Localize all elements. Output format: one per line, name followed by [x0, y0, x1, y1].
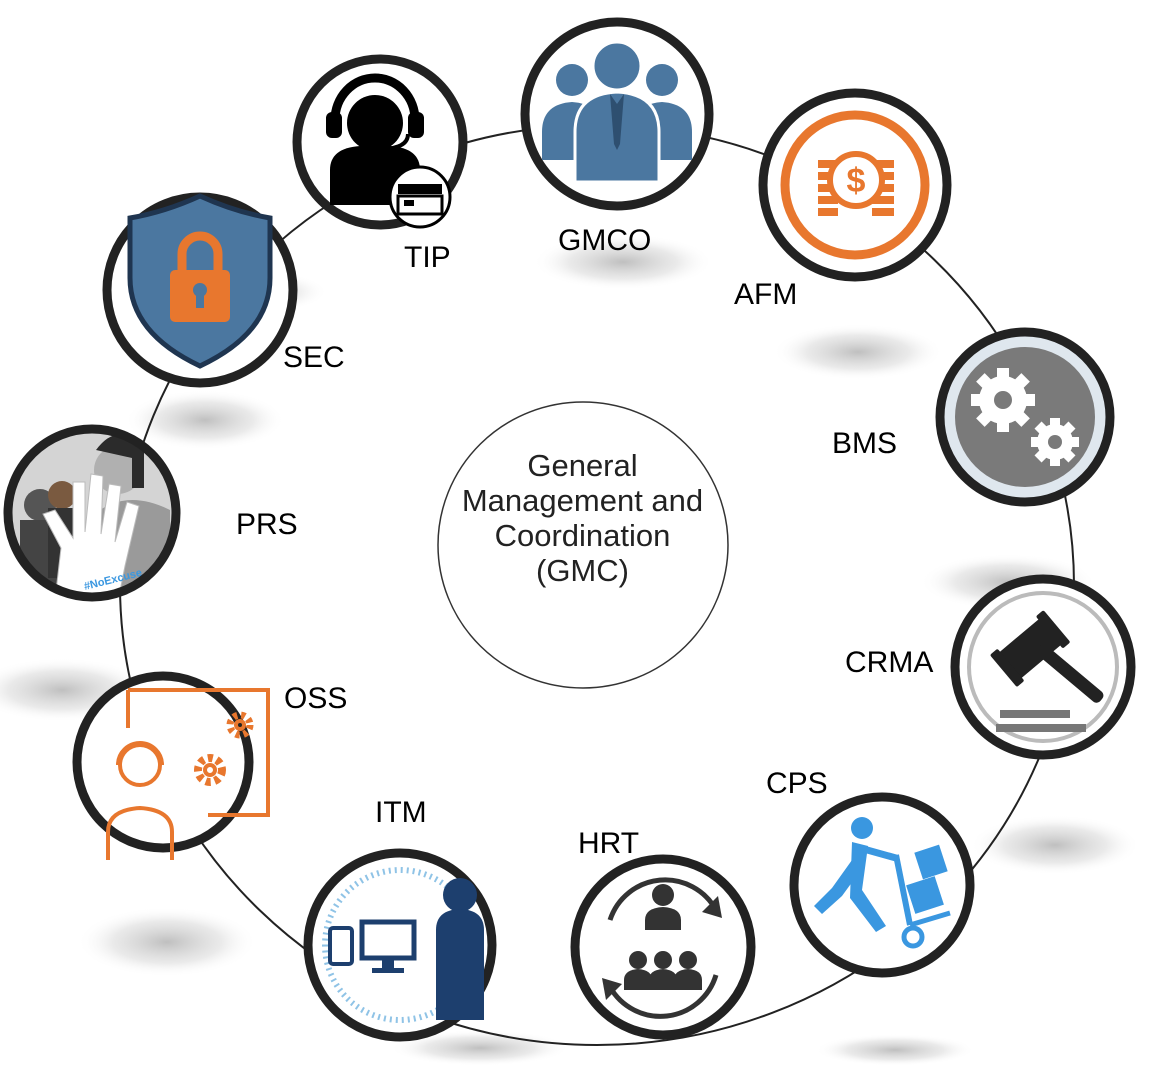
shield-lock-icon	[127, 193, 273, 369]
gavel-icon	[990, 610, 1104, 732]
svg-text:$: $	[847, 162, 866, 200]
node-oss[interactable]	[72, 671, 270, 860]
support-agent-gears-icon	[106, 688, 270, 860]
label-gmco: GMCO	[558, 224, 652, 257]
gears-icon	[971, 368, 1079, 466]
center-circle	[437, 401, 729, 689]
label-itm: ITM	[375, 796, 427, 829]
label-crma: CRMA	[845, 646, 934, 679]
node-hrt[interactable]	[570, 854, 756, 1040]
node-tip[interactable]	[292, 54, 468, 230]
devices-user-icon	[328, 878, 484, 1020]
node-prs[interactable]: #NoExcuse	[0, 420, 190, 610]
label-afm: AFM	[734, 278, 798, 311]
headset-agent-icon	[326, 73, 452, 229]
label-cps: CPS	[766, 767, 828, 800]
center-title: General Management and Coordination (GMC…	[440, 448, 725, 588]
node-bms[interactable]	[935, 327, 1115, 507]
node-crma[interactable]	[950, 574, 1136, 760]
label-sec: SEC	[283, 341, 345, 374]
hand-truck-worker-icon	[814, 817, 951, 949]
label-hrt: HRT	[578, 827, 640, 860]
center-line-4: (GMC)	[536, 553, 629, 588]
center-line-1: General	[527, 448, 638, 483]
label-tip: TIP	[404, 241, 451, 274]
center-line-2: Management and	[461, 483, 704, 518]
node-cps[interactable]	[789, 792, 975, 978]
node-itm[interactable]	[303, 848, 497, 1042]
node-afm[interactable]: $	[758, 88, 952, 282]
node-gmco[interactable]	[520, 17, 714, 211]
center-line-3: Coordination	[494, 518, 671, 553]
label-oss: OSS	[284, 682, 348, 715]
team-cycle-icon	[602, 877, 722, 1019]
business-people-icon	[542, 40, 692, 184]
label-prs: PRS	[236, 508, 298, 541]
stop-hand-photo-icon: #NoExcuse	[12, 433, 172, 593]
label-bms: BMS	[832, 427, 898, 460]
coins-dollar-icon: $	[780, 110, 930, 260]
node-shadows	[0, 234, 1140, 1066]
node-sec[interactable]	[102, 192, 298, 388]
